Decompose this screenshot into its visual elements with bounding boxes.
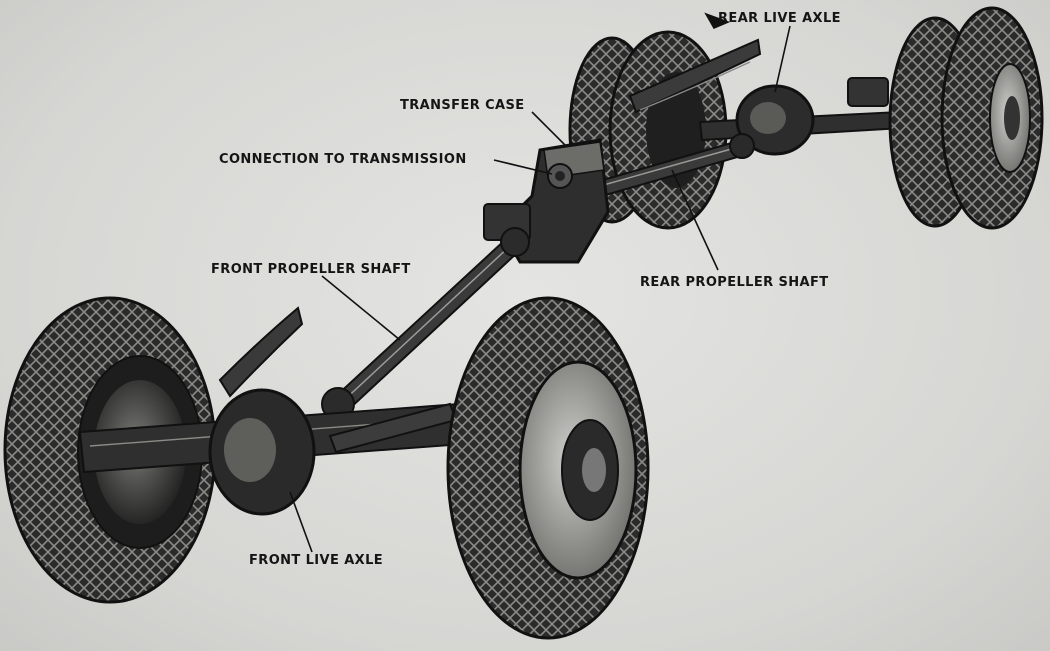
leader-front-live-axle	[289, 491, 313, 553]
leader-rear-live-axle-arrow	[704, 12, 731, 30]
label-rear-live-axle: REAR LIVE AXLE	[718, 11, 841, 26]
rear-right-spring-hanger	[847, 77, 889, 107]
label-front-propeller-shaft: FRONT PROPELLER SHAFT	[211, 262, 411, 277]
front-propeller-shaft	[321, 227, 530, 421]
label-connection-to-transmission: CONNECTION TO TRANSMISSION	[219, 152, 467, 167]
front-axle-assembly	[3, 296, 650, 640]
leader-connection	[493, 159, 553, 175]
label-front-live-axle: FRONT LIVE AXLE	[249, 553, 384, 568]
rear-propeller-shaft	[594, 133, 755, 198]
label-transfer-case: TRANSFER CASE	[400, 98, 525, 113]
front-left-leaf-spring	[218, 306, 304, 398]
leader-rear-propeller-shaft	[671, 169, 719, 271]
leader-transfer-case	[531, 111, 567, 147]
rear-axle-assembly	[568, 6, 1044, 230]
label-rear-propeller-shaft: REAR PROPELLER SHAFT	[640, 275, 829, 290]
rear-leaf-spring	[628, 38, 762, 114]
leader-front-propeller-shaft	[321, 275, 401, 341]
leader-rear-live-axle	[774, 25, 791, 93]
leader-lines	[289, 12, 791, 553]
